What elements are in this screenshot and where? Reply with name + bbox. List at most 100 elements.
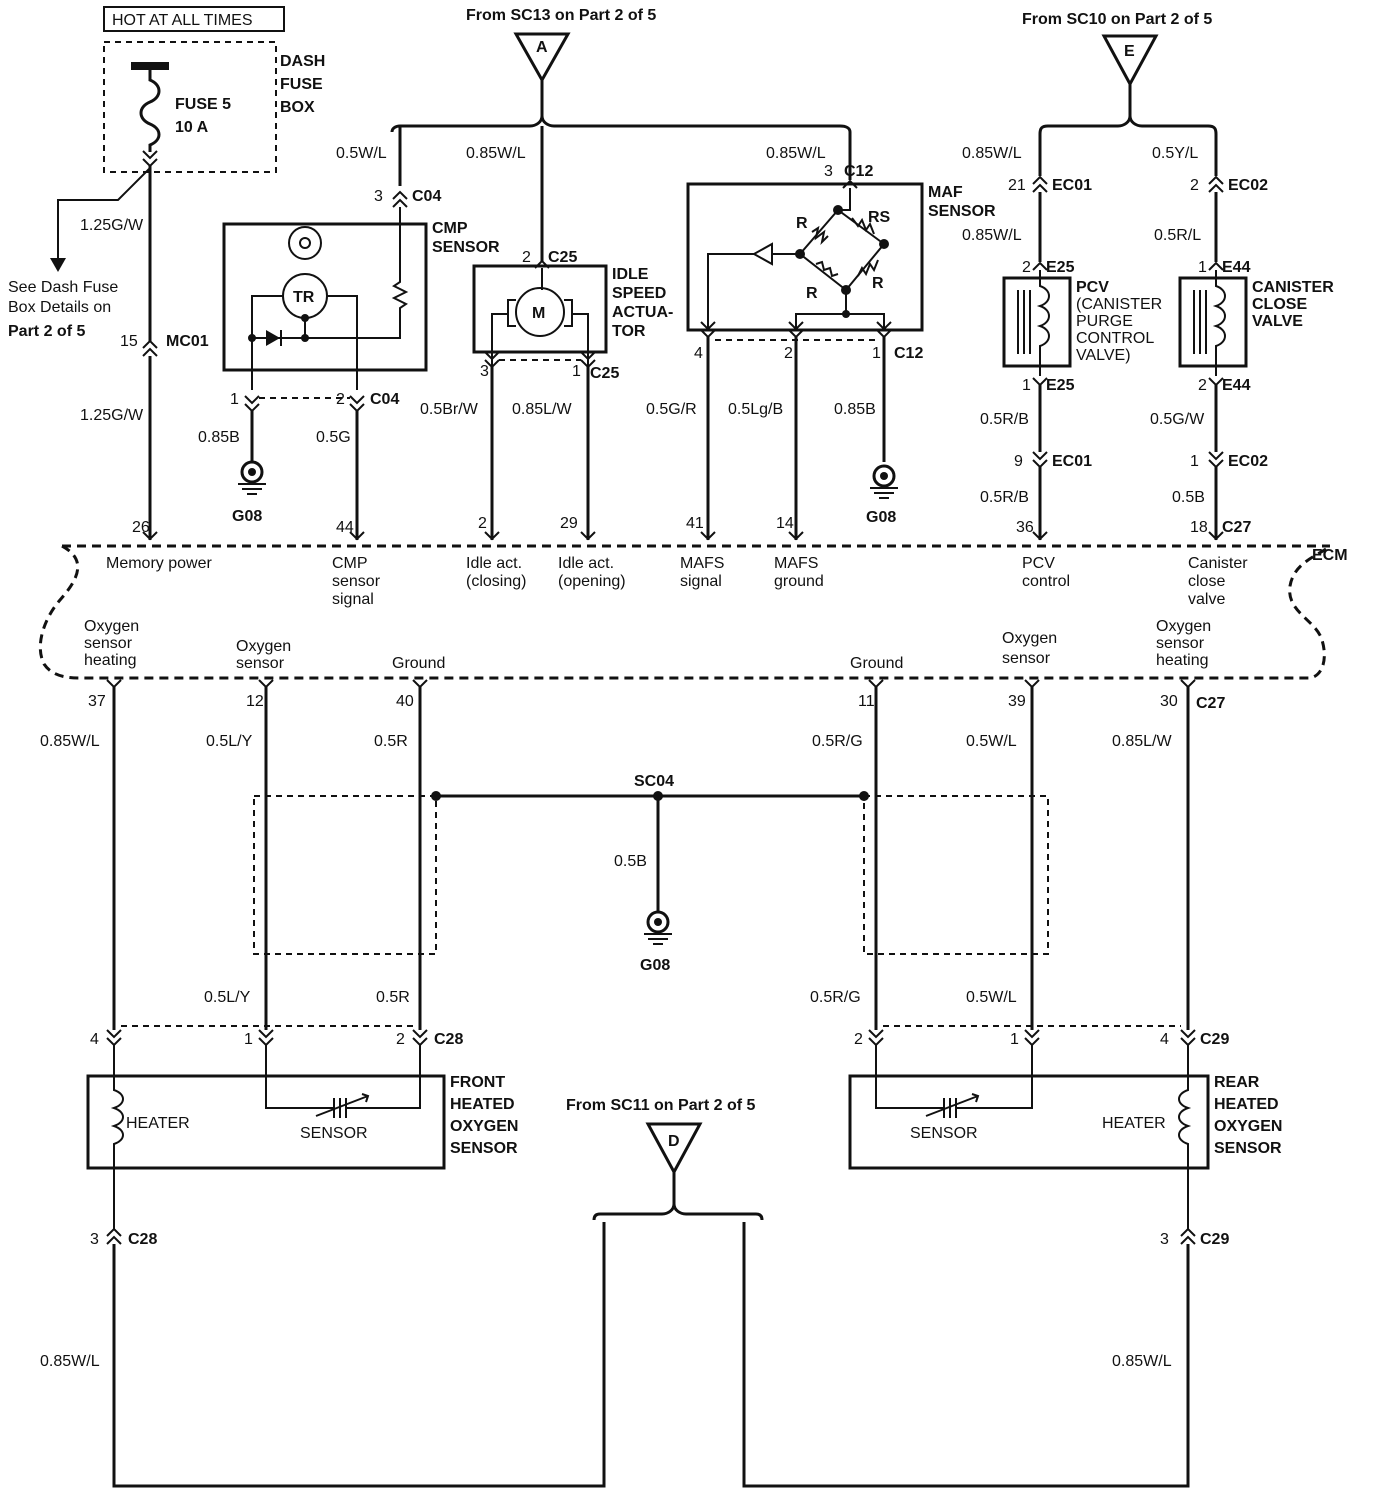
pcv-wire-ecm: 0.5R/B xyxy=(980,489,1029,506)
front-title-4: SENSOR xyxy=(450,1140,518,1157)
ecm-o2-rear-2: sensor xyxy=(1002,650,1051,667)
ground-g08-dot xyxy=(248,468,256,476)
isa-title-2: SPEED xyxy=(612,285,666,302)
front-shield xyxy=(253,795,437,955)
front-pin-4: 4 xyxy=(90,1031,99,1048)
see-note-1: See Dash Fuse xyxy=(8,279,118,296)
rear-conn: C29 xyxy=(1200,1031,1229,1048)
front-pin-2: 2 xyxy=(396,1031,405,1048)
resistor-icon-rs xyxy=(851,217,875,235)
rear-heater-feed-wire xyxy=(742,1222,1190,1488)
ecm-pin-11: 11 xyxy=(858,693,875,710)
ecm-label-memory-power: Memory power xyxy=(106,555,212,572)
front-sensor-label: SENSOR xyxy=(300,1125,368,1142)
front-title-2: HEATED xyxy=(450,1096,515,1113)
rear-pin-1: 1 xyxy=(1010,1031,1019,1048)
ecm-pin-2: 2 xyxy=(478,515,487,532)
ref-d-letter: D xyxy=(668,1133,680,1150)
ccv-e44-top-icon xyxy=(1208,261,1224,271)
ecm-o2h-rear-2: sensor xyxy=(1156,635,1205,652)
ecm-maf-a-2: signal xyxy=(680,573,722,590)
maf-node-ground xyxy=(842,310,850,318)
fuse-rating: 10 A xyxy=(175,119,209,136)
ecm-cmp-1: CMP xyxy=(332,555,368,572)
maf-top-conn: C12 xyxy=(844,163,873,180)
ecm-bottom-pin-icons xyxy=(106,679,1196,689)
ground-g08-sc04-icon xyxy=(646,910,670,934)
c28-connector-icons xyxy=(106,1029,428,1047)
ecm-o2h-rear-3: heating xyxy=(1156,652,1209,669)
pcv-title-4: CONTROL xyxy=(1076,330,1154,347)
ref-e-bus-left xyxy=(1038,84,1132,135)
rear-heater-coil-icon xyxy=(1178,1045,1192,1230)
ccv-e-conn-b: E44 xyxy=(1222,377,1251,394)
maf-amplifier-icon xyxy=(751,242,773,266)
front-conn: C28 xyxy=(434,1031,463,1048)
ecm-o2h-front-3: heating xyxy=(84,652,137,669)
sc04-ground-label: G08 xyxy=(640,957,670,974)
fuse-box-title-3: BOX xyxy=(280,99,315,116)
pcv-e25-top-icon xyxy=(1032,261,1048,271)
cmp-pin-2: 2 xyxy=(336,391,345,408)
fuse-symbol xyxy=(139,70,161,152)
ref-a-bus-right xyxy=(540,115,852,133)
ecm-pcv-1: PCV xyxy=(1022,555,1055,572)
cmp-title-2: SENSOR xyxy=(432,239,500,256)
maf-r3-label: R xyxy=(872,275,884,292)
maf-ground-leads xyxy=(795,290,885,330)
pcv-valve-box xyxy=(1002,276,1072,368)
isa-pin-1: 1 xyxy=(572,363,581,380)
rear-pin-4: 4 xyxy=(1160,1031,1169,1048)
cmp-transistor-lead xyxy=(252,318,306,339)
cmp-pin-1: 1 xyxy=(230,391,239,408)
ecm-ccv-3: valve xyxy=(1188,591,1225,608)
pcv-ec01-bottom-icon xyxy=(1032,451,1048,469)
cmp-diode-icon xyxy=(266,330,280,346)
wire-40-lower: 0.5R xyxy=(376,989,410,1006)
ecm-pin-26: 26 xyxy=(132,519,150,536)
ground-symbol-sc04-icon xyxy=(644,933,672,945)
maf-pin-1: 1 xyxy=(872,345,881,362)
wire-12: 0.5L/Y xyxy=(206,733,253,750)
pcv-wire-top: 0.85W/L xyxy=(962,145,1022,162)
maf-signal-lead xyxy=(707,253,754,330)
front-c28-pin3-icon xyxy=(106,1227,122,1245)
rear-sensor-variable-icon xyxy=(925,1093,980,1117)
rear-title-1: REAR xyxy=(1214,1074,1260,1091)
mc01-connector-icon xyxy=(142,339,158,357)
ecm-o2h-rear-1: Oxygen xyxy=(1156,618,1211,635)
cmp-top-conn: C04 xyxy=(412,188,441,205)
pcv-title-2: (CANISTER xyxy=(1076,296,1162,313)
rear-pin-2: 2 xyxy=(854,1031,863,1048)
ecm-pin-14: 14 xyxy=(776,515,794,532)
wire-39: 0.5W/L xyxy=(966,733,1017,750)
pcv-title-5: VALVE) xyxy=(1076,347,1131,364)
isa-title-1: IDLE xyxy=(612,266,649,283)
ccv-wire-low: 0.5G/W xyxy=(1150,411,1205,428)
rear-wire-3: 0.85W/L xyxy=(1112,1353,1172,1370)
cmp-top-connector-icon xyxy=(392,190,408,208)
ref-e-triangle xyxy=(1101,34,1159,88)
front-title-1: FRONT xyxy=(450,1074,505,1091)
sc04-label: SC04 xyxy=(634,773,674,790)
ccv-ec02-bottom-icon xyxy=(1208,451,1224,469)
cmp-transistor-label: TR xyxy=(293,289,315,306)
front-heater-label: HEATER xyxy=(126,1115,190,1132)
cmp-conn-l-icon xyxy=(244,395,260,413)
isa-motor-label: M xyxy=(532,305,545,322)
front-heater-coil-icon xyxy=(110,1045,124,1230)
ecm-label: ECM xyxy=(1312,547,1348,564)
cmp-wire-r: 0.5G xyxy=(316,429,351,446)
rear-title-4: SENSOR xyxy=(1214,1140,1282,1157)
mc01-wire-label: 1.25G/W xyxy=(80,407,144,424)
cmp-left-wire xyxy=(251,295,283,390)
branch-wire-label: 1.25G/W xyxy=(80,217,144,234)
ecm-o2-front-2: sensor xyxy=(236,655,285,672)
ecm-o2h-front-1: Oxygen xyxy=(84,618,139,635)
isa-title-3: ACTUA- xyxy=(612,304,673,321)
maf-pin-4: 4 xyxy=(694,345,703,362)
ccv-title-3: VALVE xyxy=(1252,313,1303,330)
fuse-box-title-1: DASH xyxy=(280,53,325,70)
